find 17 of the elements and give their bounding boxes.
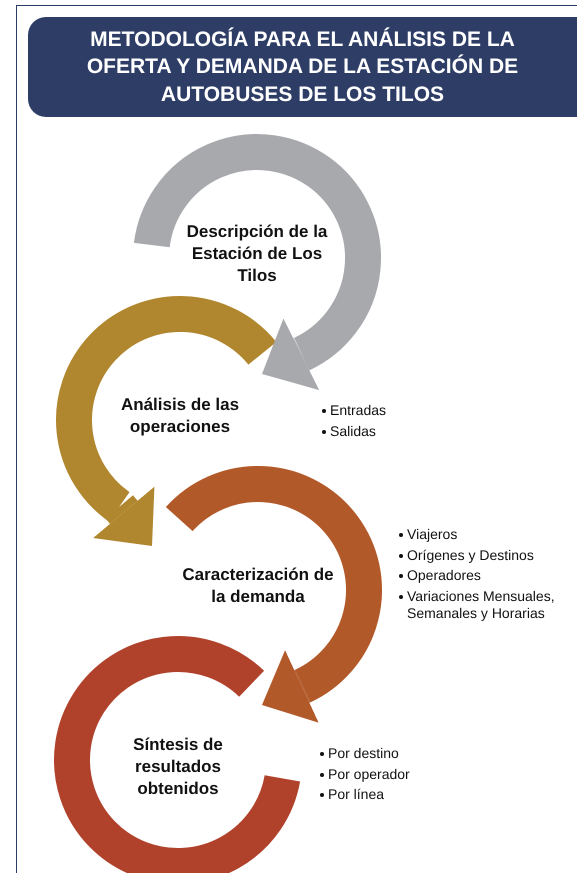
bullet-text: Viajeros: [407, 526, 458, 544]
step-label: Caracterización de la demanda: [181, 564, 335, 608]
bullet-text: Entradas: [330, 402, 388, 420]
bullet-text: Por destino: [328, 745, 400, 762]
arrowhead: [262, 650, 319, 723]
arrowhead: [262, 318, 320, 390]
step-label: Análisis de las operaciones: [120, 394, 240, 438]
step-label: Descripción de la Estación de Los Tilos: [186, 221, 328, 288]
title-banner: METODOLOGÍA PARA EL ANÁLISIS DE LA OFERTA Y DEMANDA DE LA ESTACIÓN DE AUTOBUSES DE LOS TILOS: [28, 17, 577, 117]
bullet-text: Por operador: [328, 766, 411, 783]
bullet-text: Variaciones Mensuales, Semanales y Horarias: [407, 588, 556, 622]
step-label: Síntesis de resultados obtenidos: [132, 734, 224, 800]
arrowhead: [93, 486, 154, 546]
bullet-text: Operadores: [407, 567, 482, 584]
bullet-text: Por línea: [328, 786, 386, 804]
bullet-text: Orígenes y Destinos: [407, 546, 535, 564]
bullet-text: Salidas: [330, 422, 377, 440]
